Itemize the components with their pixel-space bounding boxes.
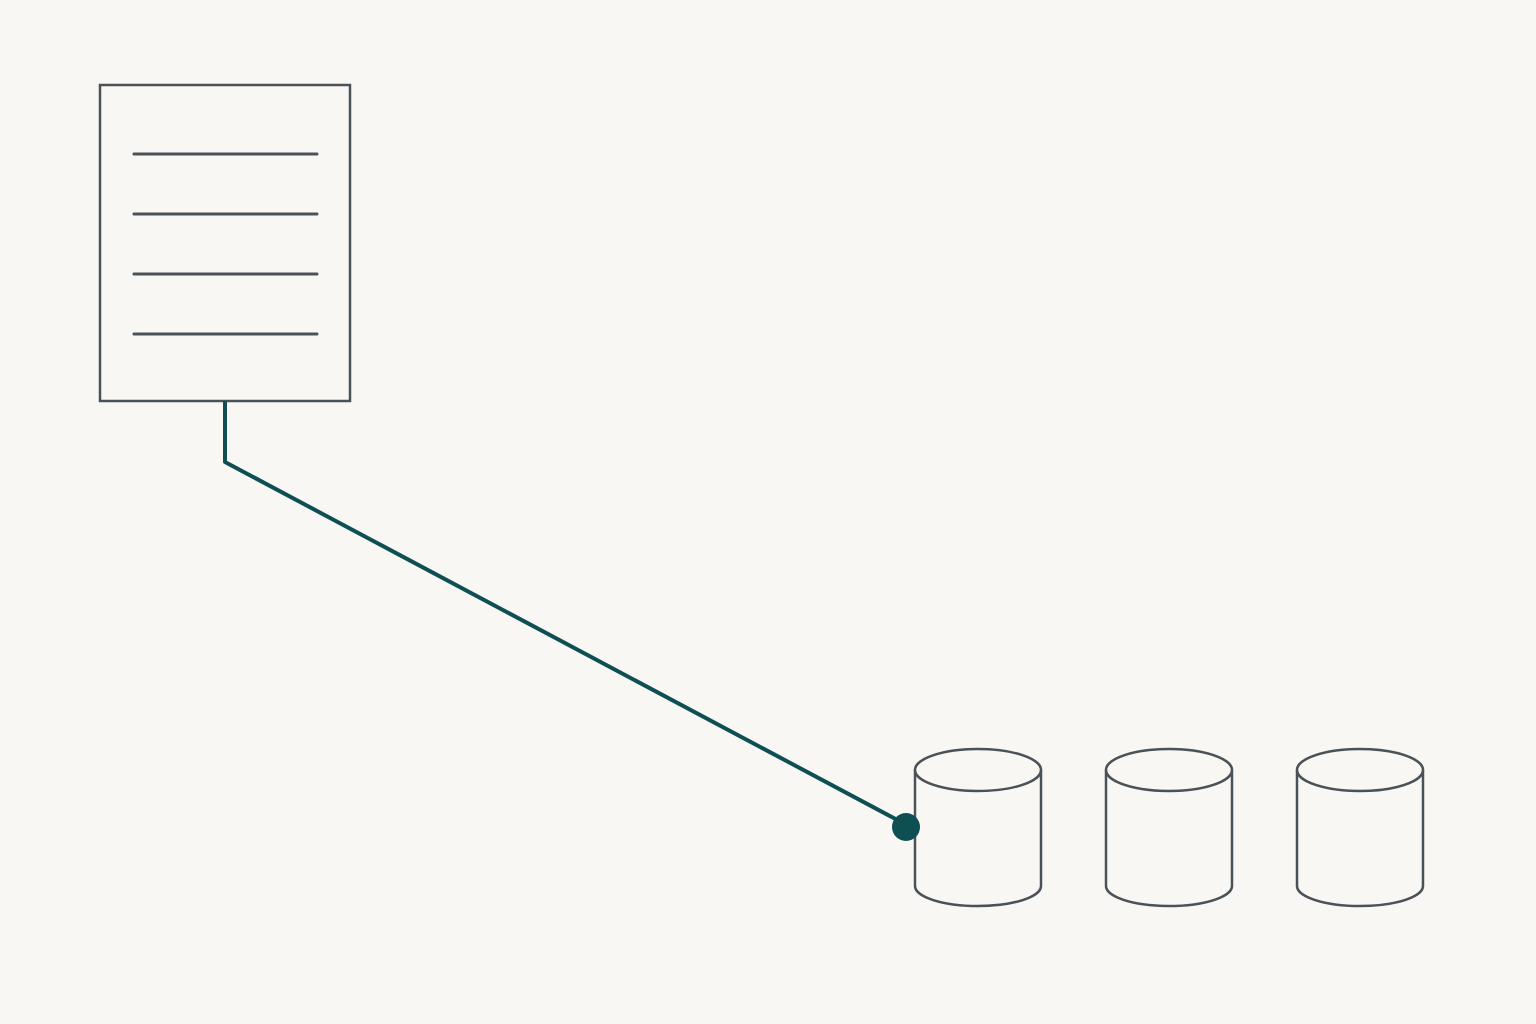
database-body xyxy=(913,770,1043,908)
database-icon xyxy=(913,747,1043,908)
document-frame xyxy=(98,83,352,403)
database-top xyxy=(1295,747,1425,793)
database-body xyxy=(1104,770,1234,908)
database-top xyxy=(1104,747,1234,793)
connector-endpoint-dot xyxy=(892,813,920,841)
document-icon xyxy=(98,83,352,403)
connector-line xyxy=(223,401,904,825)
database-top xyxy=(913,747,1043,793)
database-icon xyxy=(1295,747,1425,908)
database-body xyxy=(1295,770,1425,908)
database-icon xyxy=(1104,747,1234,908)
